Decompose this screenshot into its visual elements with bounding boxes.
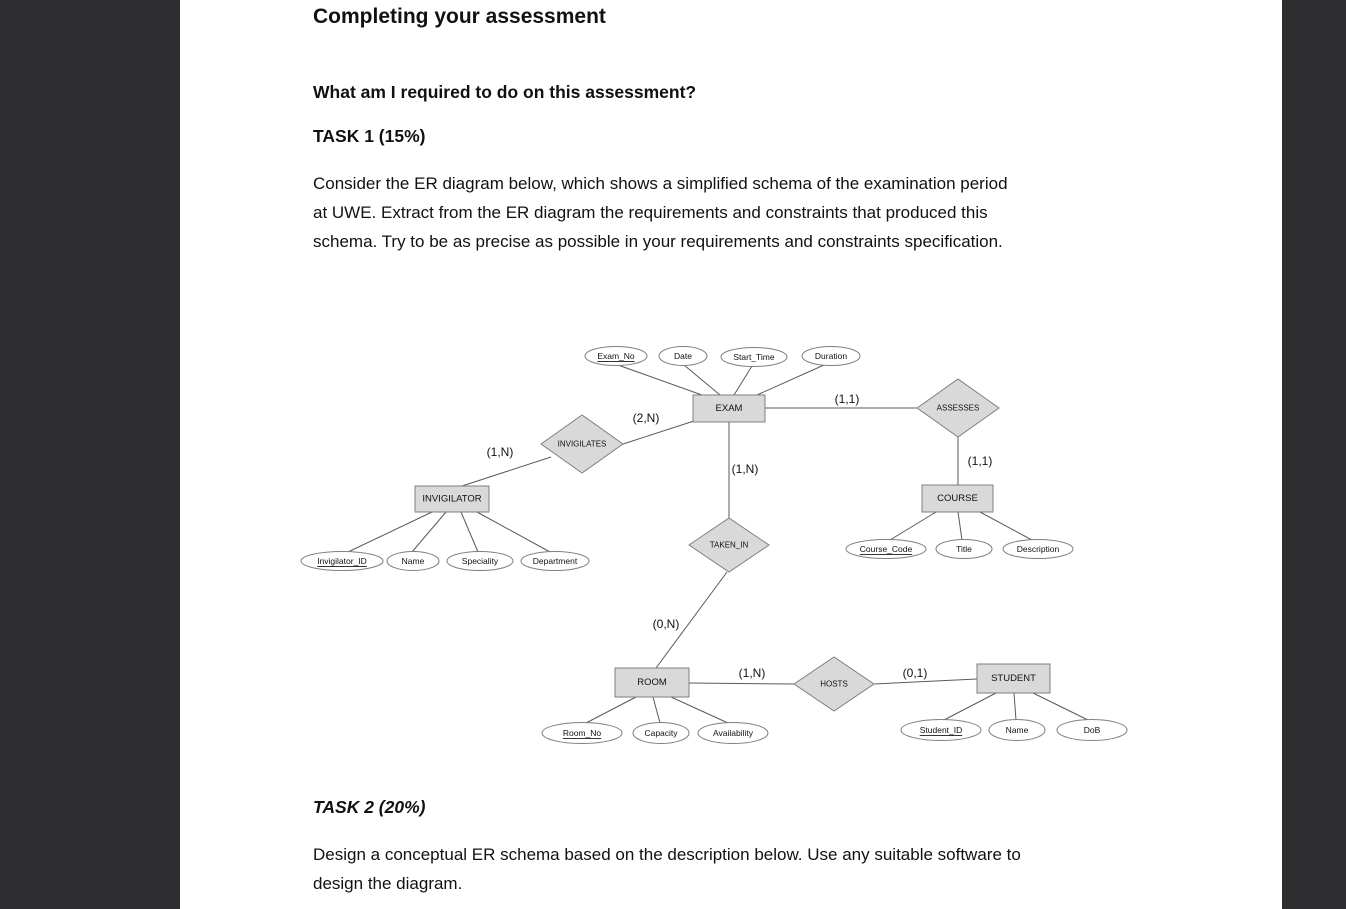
task2-paragraph: Design a conceptual ER schema based on t… [313,840,1021,898]
attribute-label: Student_ID [920,725,963,735]
task2-paragraph-line: design the diagram. [313,874,463,893]
attribute-label: Name [402,556,425,566]
entity-label: ROOM [637,677,667,688]
attribute-label: Start_Time [733,352,775,362]
attribute-department: Department [520,551,590,571]
cardinality-invigilator-side: (1,N) [487,445,514,459]
relationship-hosts: HOSTS [793,656,875,712]
relationship-taken_in: TAKEN_IN [688,517,770,573]
connector-line [617,364,703,396]
connector-line [411,511,447,553]
attribute-availability: Availability [697,722,769,744]
connector-line [1032,692,1089,721]
entity-label: INVIGILATOR [422,494,481,505]
entity-label: STUDENT [991,673,1036,684]
attribute-speciality: Speciality [446,551,514,571]
entity-label: EXAM [716,403,743,414]
attribute-date: Date [658,346,708,366]
entity-course: COURSE [921,484,994,513]
attribute-start-time: Start_Time [720,347,788,367]
connector-line [873,678,978,685]
attribute-label: Availability [713,728,754,738]
cardinality-exam-taken-in: (1,N) [732,462,759,476]
cardinality-exam-assesses: (1,1) [835,392,860,406]
attribute-label: Course_Code [860,544,913,554]
cardinality-course-assesses: (1,1) [968,454,993,468]
attribute-inv-name: Name [386,551,440,571]
connector-line [585,696,637,724]
relationship-label: TAKEN_IN [710,541,749,550]
attribute-invigilator-id: Invigilator_ID [300,551,384,571]
attribute-label: Date [674,351,692,361]
connector-line [655,571,728,669]
task1-paragraph-line: at UWE. Extract from the ER diagram the … [313,203,988,222]
cardinality-exam-invigilates: (2,N) [633,411,660,425]
attribute-capacity: Capacity [632,722,690,744]
connector-line [957,511,963,541]
task1-paragraph: Consider the ER diagram below, which sho… [313,169,1008,256]
attribute-label: Speciality [462,556,499,566]
attribute-exam-no: Exam_No [584,346,648,366]
attribute-duration: Duration [801,346,861,366]
connector-line [347,511,433,553]
connector-line [756,364,825,396]
attribute-label: Room_No [563,728,602,738]
attribute-course-code: Course_Code [845,539,927,559]
cardinality-student-hosts: (0,1) [903,666,928,680]
relationship-label: HOSTS [820,680,848,689]
relationship-label: ASSESSES [937,404,980,413]
connector-line [733,365,753,396]
attribute-label: Department [533,556,578,566]
connector-line [889,511,937,541]
relationship-assesses: ASSESSES [916,378,1000,438]
connector-line [688,682,795,685]
question-heading: What am I required to do on this assessm… [313,82,697,102]
entity-room: ROOM [614,667,690,698]
attribute-room-no: Room_No [541,722,623,744]
connector-line [460,511,479,553]
connector-line [652,696,661,724]
task2-paragraph-line: Design a conceptual ER schema based on t… [313,845,1021,864]
task2-heading: TASK 2 (20%) [313,797,426,817]
page-title: Completing your assessment [313,5,606,28]
attribute-dob: DoB [1056,719,1128,741]
task1-paragraph-line: Consider the ER diagram below, which sho… [313,174,1008,193]
cardinality-room-hosts: (1,N) [739,666,766,680]
connector-line [670,696,729,724]
task1-heading: TASK 1 (15%) [313,126,426,146]
connector-line [979,511,1033,541]
relationship-invigilates: INVIGILATES [540,414,624,474]
attribute-label: DoB [1084,725,1101,735]
entity-exam: EXAM [692,394,766,423]
task1-paragraph-line: schema. Try to be as precise as possible… [313,232,1003,251]
attribute-label: Description [1017,544,1060,554]
entity-label: COURSE [937,493,978,504]
connector-line [622,420,695,445]
connector-line [943,692,997,721]
attribute-title: Title [935,539,993,559]
attribute-student-id: Student_ID [900,719,982,741]
attribute-stu-name: Name [988,719,1046,741]
er-diagram: Exam_No Date Start_Time DurationInvigilator… [300,346,1128,744]
connector-line [1013,692,1017,721]
attribute-label: Name [1006,725,1029,735]
attribute-label: Exam_No [597,351,635,361]
attribute-label: Capacity [644,728,678,738]
cardinality-room-taken-in: (0,N) [653,617,680,631]
attribute-label: Duration [815,351,847,361]
document-page: Completing your assessment What am I req… [180,0,1282,909]
attribute-label: Title [956,544,972,554]
attribute-description: Description [1002,539,1074,559]
attribute-label: Invigilator_ID [317,556,367,566]
connector-line [461,456,552,487]
relationship-label: INVIGILATES [558,440,607,449]
connector-line [683,364,721,396]
entity-invigilator: INVIGILATOR [414,485,490,513]
connector-line [476,511,551,553]
entity-student: STUDENT [976,663,1051,694]
